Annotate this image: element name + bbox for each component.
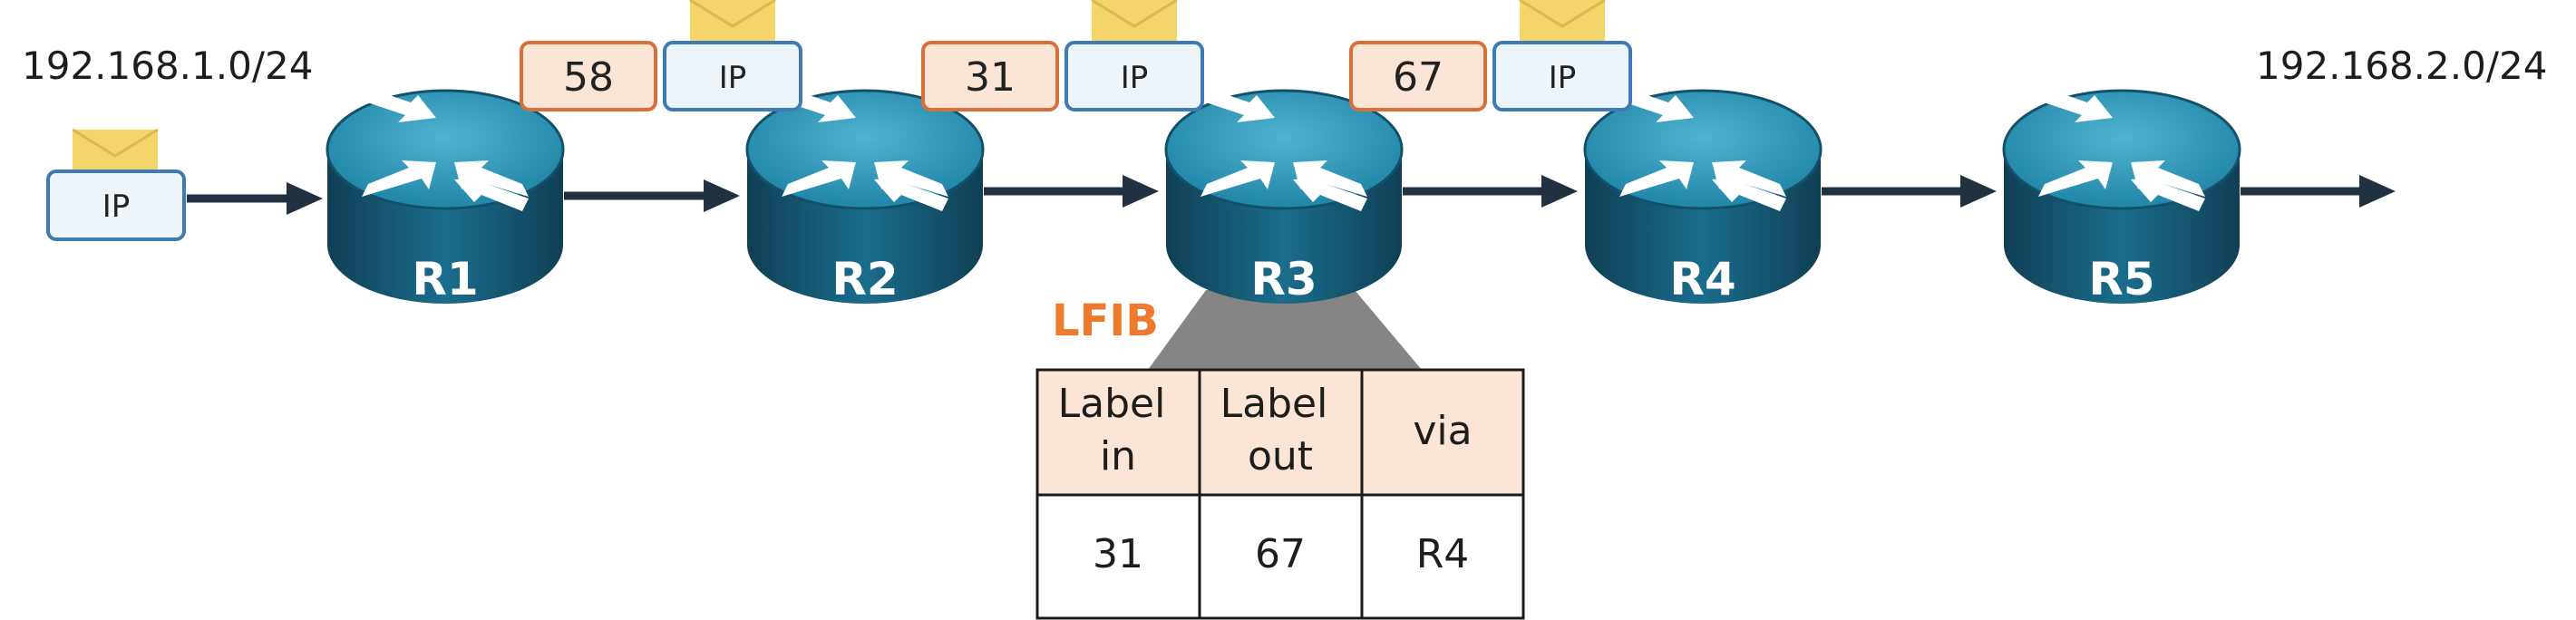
router-r5[interactable]: R5 <box>2002 88 2241 305</box>
link-arrows <box>187 175 2396 215</box>
packet-ingress: IP <box>46 128 186 241</box>
router-name: R1 <box>412 253 478 305</box>
packet-r1-r2: 58 IP <box>520 0 802 111</box>
envelope-icon <box>1091 0 1178 44</box>
envelope-icon <box>689 0 776 44</box>
link-arrow-r2-r3 <box>984 175 1159 208</box>
router-r2[interactable]: R2 <box>745 88 985 305</box>
lfib-title: LFIB <box>1052 295 1159 346</box>
router-r3[interactable]: R3 <box>1164 88 1404 305</box>
router-name: R2 <box>831 253 898 305</box>
lfib-header-via: via <box>1413 408 1472 454</box>
mpls-label-box <box>921 41 1059 111</box>
link-arrow-in-r1 <box>187 182 323 215</box>
ip-header-box <box>1064 41 1204 111</box>
mpls-label-box <box>520 41 657 111</box>
router-name: R4 <box>1669 253 1735 305</box>
ip-header-text: IP <box>102 189 131 225</box>
packet-r2-r3: 31 IP <box>921 0 1204 111</box>
lfib-cell-label-in: 31 <box>1093 531 1143 577</box>
router-name: R5 <box>2088 253 2154 305</box>
router-r1[interactable]: R1 <box>326 88 565 305</box>
ip-header-text: IP <box>1549 60 1577 96</box>
lfib-header-label-out: Label out <box>1220 381 1341 480</box>
ip-header-box <box>663 41 802 111</box>
source-network-label: 192.168.1.0/24 <box>22 44 313 88</box>
mpls-label-text: 31 <box>965 54 1016 101</box>
ip-header-text: IP <box>1121 60 1149 96</box>
packet-r3-r4: 67 IP <box>1349 0 1632 111</box>
ip-header-text: IP <box>719 60 747 96</box>
lfib-cell-via: R4 <box>1416 531 1470 577</box>
mpls-label-box <box>1349 41 1487 111</box>
ip-header-box <box>46 170 186 241</box>
link-arrow-r4-r5 <box>1822 175 1997 208</box>
router-r4[interactable]: R4 <box>1583 88 1823 305</box>
lfib-cell-label-out: 67 <box>1255 531 1306 577</box>
mpls-label-text: 67 <box>1393 54 1444 101</box>
destination-network-label: 192.168.2.0/24 <box>2256 44 2547 88</box>
lfib-header-label-in: Label in <box>1058 381 1179 480</box>
envelope-icon <box>1519 0 1606 44</box>
router-name: R3 <box>1250 253 1317 305</box>
link-arrow-r1-r2 <box>564 179 740 212</box>
lfib-table: Label in Label out via 31 67 R4 <box>1035 368 1525 620</box>
envelope-icon <box>72 128 159 173</box>
link-arrow-r5-out <box>2241 175 2396 208</box>
ip-header-box <box>1492 41 1632 111</box>
link-arrow-r3-r4 <box>1403 175 1578 208</box>
lfib-callout <box>1148 290 1422 370</box>
mpls-label-text: 58 <box>563 54 614 101</box>
